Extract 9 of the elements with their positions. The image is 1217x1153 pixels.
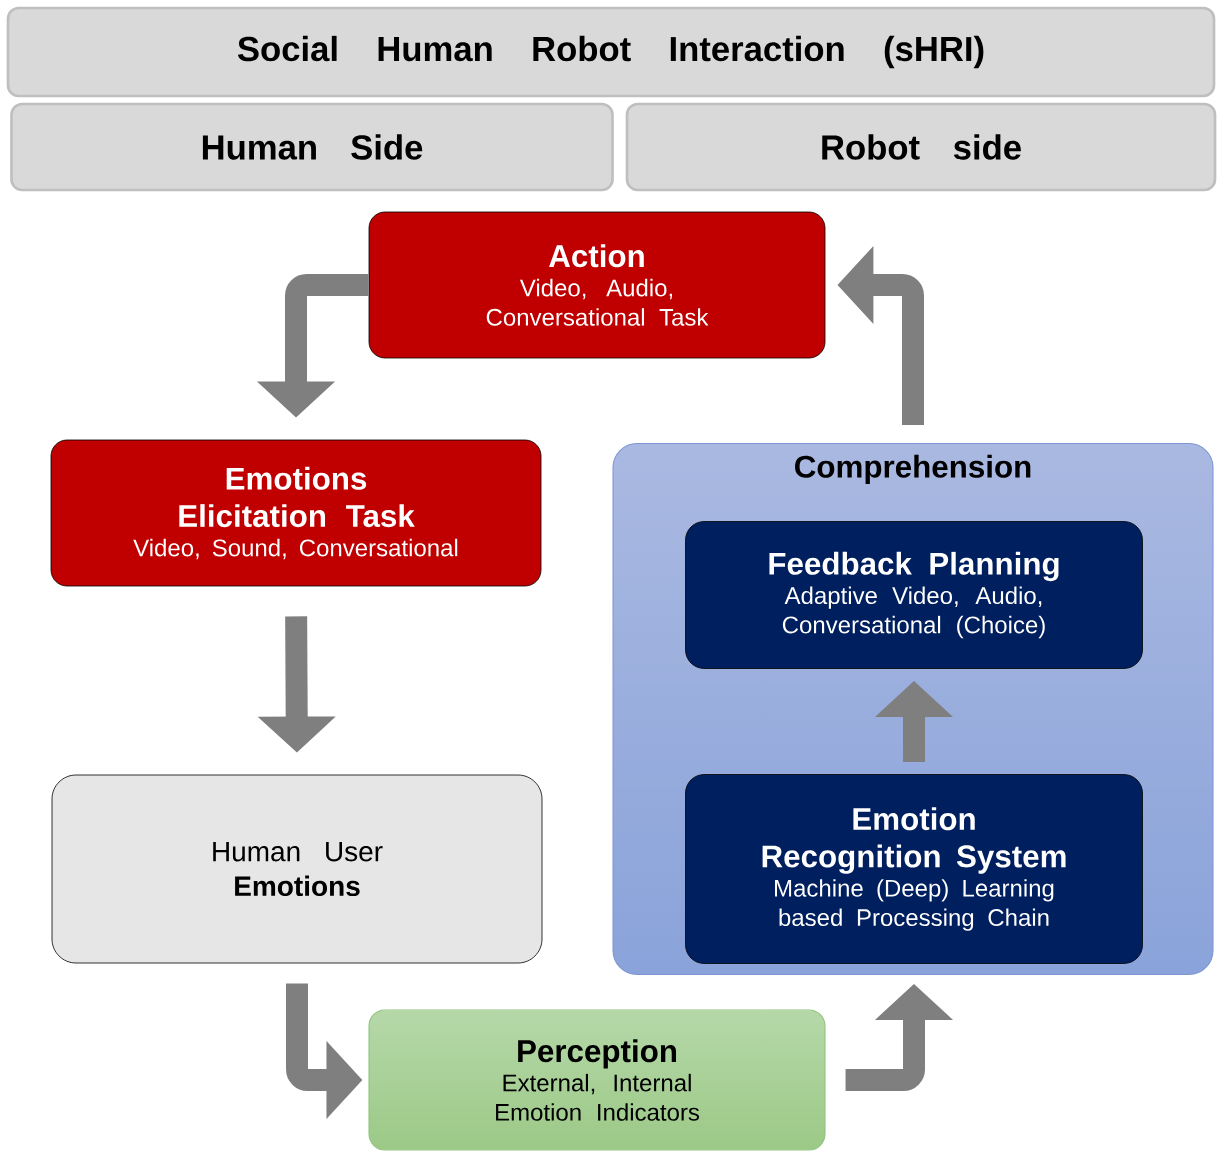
process-box: Emotions Elicitation Task Video, Sound, Conversational [50, 439, 542, 587]
process-box: Emotion Recognition System Machine (Deep) Learning based Processing Chain [685, 774, 1143, 964]
process-box: Human User Emotions [51, 774, 543, 964]
header-box: Robot side [625, 102, 1217, 192]
process-box: Action Video, Audio, Conversational Task [368, 211, 826, 359]
header-box: Human Side [10, 102, 614, 192]
process-box: Perception External, Internal Emotion Indicators [368, 1009, 826, 1151]
process-box: Feedback Planning Adaptive Video, Audio, Conversational (Choice) [685, 521, 1143, 669]
title-banner: Social Human Robot Interaction (sHRI) [6, 6, 1216, 98]
